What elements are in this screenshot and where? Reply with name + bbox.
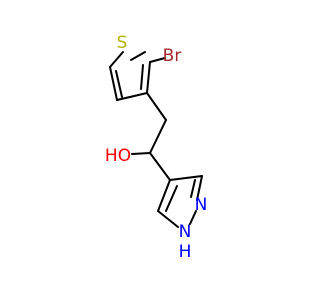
bond-c5-n1 <box>157 210 179 228</box>
pyrazole-ring <box>157 175 203 228</box>
thiophene-ring <box>109 51 166 101</box>
bond-c5-c4-inner <box>115 70 123 98</box>
bond-choh-o <box>131 152 151 155</box>
pyrrole-hydrogen-label: H <box>179 242 192 262</box>
bond-c3-c2 <box>146 61 151 94</box>
ethanol-chain <box>131 92 171 181</box>
molecule-diagram: S Br HO N N H <box>105 33 207 262</box>
bond-s-c5 <box>109 51 124 68</box>
bond-c3-ch2 <box>146 92 167 121</box>
pyrrole-nitrogen-label: N <box>179 222 192 242</box>
bond-s-c2 <box>130 51 146 61</box>
bromine-label: Br <box>163 46 182 66</box>
bond-n1-n2 <box>189 210 197 225</box>
atom-labels: S Br HO N N H <box>105 33 207 262</box>
bond-choh-pyrazole <box>149 152 171 181</box>
bond-c5-c4 <box>109 66 118 101</box>
hydroxyl-label: HO <box>105 146 131 166</box>
bond-n2-c3 <box>196 175 203 201</box>
bond-c4-c5-inner <box>165 185 178 212</box>
bond-c4-c3 <box>116 92 148 101</box>
sulfur-label: S <box>117 33 128 53</box>
bond-ch2-choh <box>149 119 167 154</box>
bond-n2-c3-inner <box>190 179 196 198</box>
bond-c2-br <box>149 57 166 63</box>
bond-c3-c4 <box>169 175 203 181</box>
bond-c4-c5 <box>157 179 171 212</box>
bond-c3-c2-inner <box>140 64 144 90</box>
pyridine-nitrogen-label: N <box>195 195 208 215</box>
